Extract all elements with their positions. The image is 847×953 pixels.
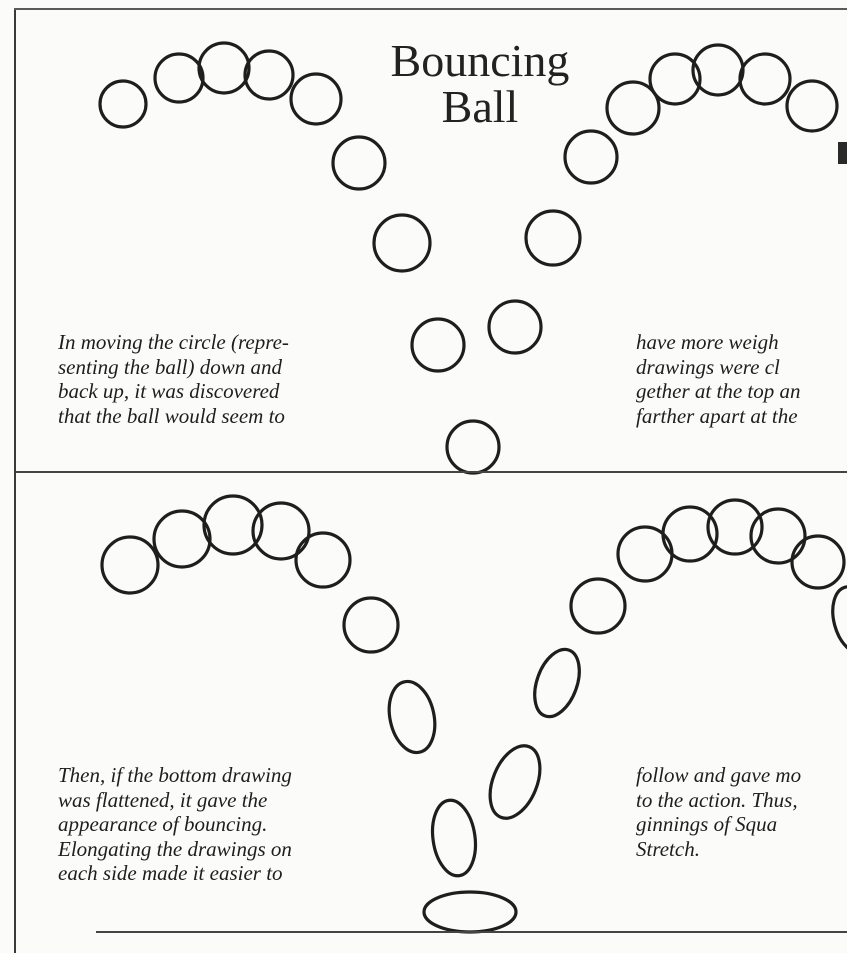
- ball-circle: [199, 43, 249, 93]
- ball-circle: [374, 215, 430, 271]
- caption-top-right: have more weigh drawings were cl gether …: [636, 330, 800, 428]
- caption-bottom-left: Then, if the bottom drawing was flattene…: [58, 763, 292, 886]
- ball-stretched: [428, 797, 480, 878]
- caption-line: appearance of bouncing.: [58, 812, 292, 837]
- page-title: Bouncing Ball: [360, 38, 600, 130]
- caption-line: drawings were cl: [636, 355, 800, 380]
- ball-stretched: [480, 739, 549, 826]
- caption-line: back up, it was discovered: [58, 379, 289, 404]
- ball-circle: [344, 598, 398, 652]
- caption-line: In moving the circle (repre-: [58, 330, 289, 355]
- caption-line: Stretch.: [636, 837, 801, 862]
- ball-circle: [155, 54, 203, 102]
- ball-circle: [565, 131, 617, 183]
- ball-circle: [245, 51, 293, 99]
- ball-circle: [489, 301, 541, 353]
- title-line: Ball: [360, 84, 600, 130]
- caption-line: ginnings of Squa: [636, 812, 801, 837]
- caption-top-left: In moving the circle (repre- senting the…: [58, 330, 289, 428]
- ball-circle: [296, 533, 350, 587]
- ball-stretched: [526, 643, 588, 722]
- caption-line: follow and gave mo: [636, 763, 801, 788]
- ball-circle: [447, 421, 499, 473]
- caption-line: each side made it easier to: [58, 861, 292, 886]
- ball-circle: [571, 579, 625, 633]
- ball-circle: [693, 45, 743, 95]
- ball-circle: [333, 137, 385, 189]
- ball-circle: [526, 211, 580, 265]
- caption-line: Then, if the bottom drawing: [58, 763, 292, 788]
- ball-circle: [412, 319, 464, 371]
- ball-circle: [740, 54, 790, 104]
- caption-line: senting the ball) down and: [58, 355, 289, 380]
- caption-line: that the ball would seem to: [58, 404, 289, 429]
- caption-line: to the action. Thus,: [636, 788, 801, 813]
- ground-line-top: [16, 471, 847, 473]
- caption-line: have more weigh: [636, 330, 800, 355]
- caption-line: Elongating the drawings on: [58, 837, 292, 862]
- page-edge-mark: [838, 142, 847, 164]
- ball-circle: [650, 54, 700, 104]
- ball-circle: [100, 81, 146, 127]
- ball-circle: [102, 537, 158, 593]
- ball-circle: [291, 74, 341, 124]
- caption-line: farther apart at the: [636, 404, 800, 429]
- ground-line-bottom: [96, 931, 847, 933]
- caption-bottom-right: follow and gave mo to the action. Thus, …: [636, 763, 801, 861]
- ball-squashed: [424, 892, 516, 932]
- ball-circle: [154, 511, 210, 567]
- ball-stretched: [383, 677, 441, 757]
- caption-line: was flattened, it gave the: [58, 788, 292, 813]
- ball-circle: [787, 81, 837, 131]
- title-line: Bouncing: [360, 38, 600, 84]
- ball-circle: [792, 536, 844, 588]
- caption-line: gether at the top an: [636, 379, 800, 404]
- ball-stretched: [826, 582, 847, 658]
